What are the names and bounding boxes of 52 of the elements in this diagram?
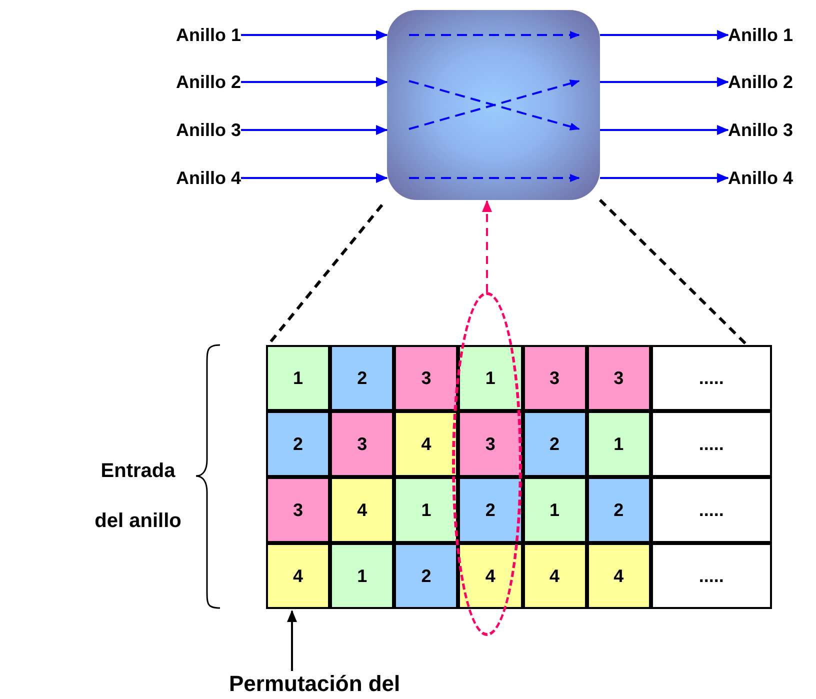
side-label: Entrada del anillo [94, 459, 182, 534]
table-cell: ..... [652, 479, 770, 541]
arrow [241, 173, 388, 183]
ring-label: Anillo 3 [728, 119, 794, 141]
table-cell: 2 [332, 347, 392, 409]
arrow [241, 125, 388, 135]
arrow [600, 77, 729, 87]
ring-label: Anillo 4 [728, 167, 794, 189]
table-cell: 4 [332, 479, 392, 541]
ring-label: Anillo 1 [728, 24, 794, 46]
table-cell: ..... [652, 347, 770, 409]
ring-label: Anillo 1 [176, 24, 242, 46]
arrow [600, 173, 729, 183]
arrow [600, 125, 729, 135]
arrow [600, 30, 729, 40]
arrow [287, 610, 297, 671]
table-cell: 2 [460, 479, 520, 541]
ring-label: Anillo 2 [176, 71, 242, 93]
arrow [241, 77, 388, 87]
table-cell: 3 [268, 479, 328, 541]
arrow [482, 200, 492, 292]
table-cell: ..... [652, 413, 770, 475]
table-cell: 1 [332, 545, 392, 607]
table-cell: 2 [396, 545, 456, 607]
table-cell: 2 [268, 413, 328, 475]
table-cell: 1 [524, 479, 585, 541]
table-cell: 4 [268, 545, 328, 607]
table-cell: 1 [396, 479, 456, 541]
caption-text: Permutación del [229, 673, 400, 695]
arrow [241, 30, 388, 40]
table-cell: 4 [524, 545, 585, 607]
table-cell: 3 [460, 413, 520, 475]
table-cell: 1 [588, 413, 649, 475]
table-cell: ..... [652, 545, 770, 607]
ring-label: Anillo 3 [176, 119, 242, 141]
table-cell: 3 [524, 347, 585, 409]
permutation-table [266, 345, 772, 609]
table-cell: 4 [588, 545, 649, 607]
table-cell: 3 [396, 347, 456, 409]
switch-box [387, 10, 600, 200]
table-cell: 4 [396, 413, 456, 475]
table-cell: 2 [524, 413, 585, 475]
table-cell: 4 [460, 545, 520, 607]
table-cell: 2 [588, 479, 649, 541]
table-cell: 1 [268, 347, 328, 409]
ring-label: Anillo 4 [176, 167, 242, 189]
highlight-ellipse [452, 292, 522, 636]
ring-label: Anillo 2 [728, 71, 794, 93]
table-cell: 1 [460, 347, 520, 409]
zoom-line [598, 198, 748, 346]
table-cell: 3 [332, 413, 392, 475]
table-cell: 3 [588, 347, 649, 409]
